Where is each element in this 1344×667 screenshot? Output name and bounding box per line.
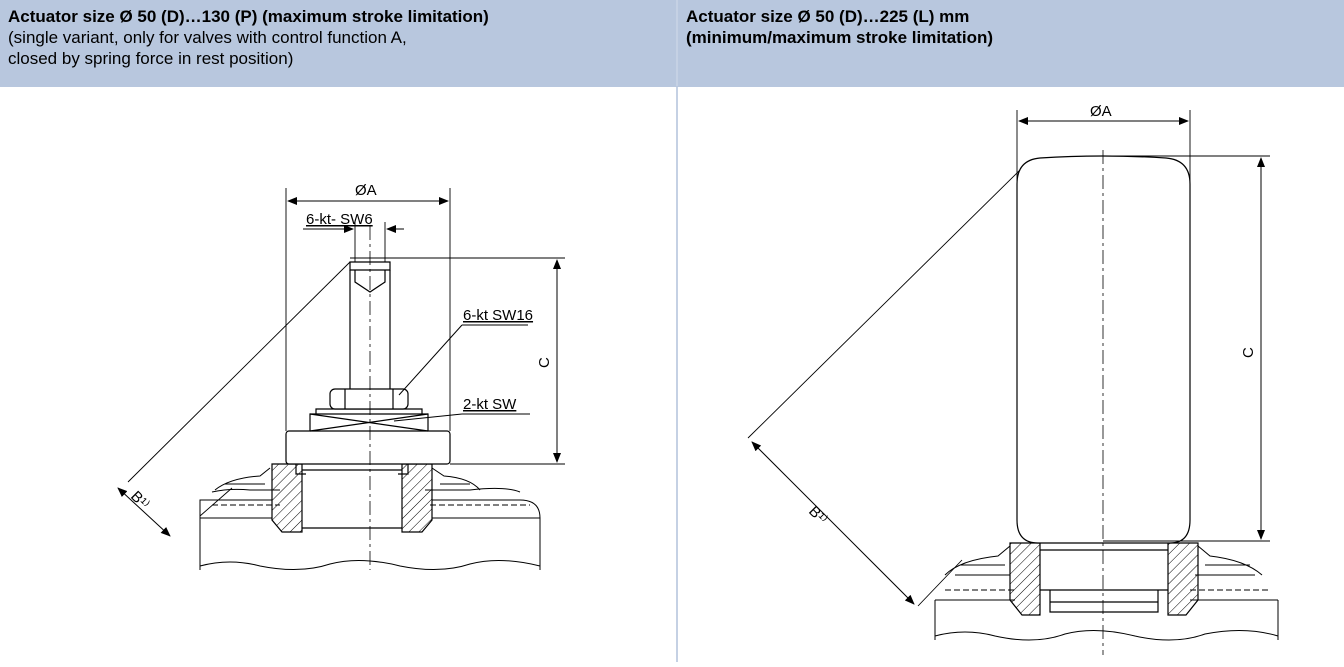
column-separator <box>676 0 678 662</box>
left-header-title: Actuator size Ø 50 (D)…130 (P) (maximum … <box>8 7 489 26</box>
diagonal-label: B¹⁾ <box>127 488 152 513</box>
left-column-header: Actuator size Ø 50 (D)…130 (P) (maximum … <box>0 0 676 86</box>
diameter-label-right: ØA <box>1090 103 1112 120</box>
left-technical-drawing: ØA 6-kt- SW6 6-kt SW16 2-kt SW C B¹⁾ <box>117 182 565 571</box>
dimension-lines <box>117 197 561 537</box>
hex-small-label: 6-kt- SW6 <box>306 211 373 228</box>
right-drawing-cell: ØA C B¹⁾ <box>678 87 1344 662</box>
extension-lines-right <box>747 110 1270 607</box>
height-label: C <box>536 357 553 368</box>
dimension-lines-right <box>751 117 1265 605</box>
threaded-insert <box>271 463 433 533</box>
valve-body <box>199 467 541 571</box>
right-column-header: Actuator size Ø 50 (D)…225 (L) mm (minim… <box>678 0 1344 86</box>
left-header-subtitle-line1: (single variant, only for valves with co… <box>8 28 407 47</box>
right-header-title-line1: Actuator size Ø 50 (D)…225 (L) mm <box>686 7 970 26</box>
right-technical-drawing: ØA C B¹⁾ <box>747 103 1279 655</box>
actuator-housing <box>285 261 451 465</box>
threaded-insert-right <box>1009 542 1199 616</box>
left-header-subtitle-line2: closed by spring force in rest position) <box>8 49 294 68</box>
valve-body-right <box>934 545 1279 641</box>
right-header-title-line2: (minimum/maximum stroke limitation) <box>686 28 993 47</box>
diameter-label: ØA <box>355 182 377 199</box>
height-label-right: C <box>1240 347 1257 358</box>
diagonal-label-right: B¹⁾ <box>805 503 830 528</box>
actuator-cylinder <box>1016 155 1191 544</box>
flat-label: 2-kt SW <box>463 396 517 413</box>
header-separator <box>0 86 1344 87</box>
extension-lines <box>127 188 565 517</box>
left-drawing-cell: ØA 6-kt- SW6 6-kt SW16 2-kt SW C B¹⁾ <box>0 87 676 662</box>
hex-large-label: 6-kt SW16 <box>463 307 533 324</box>
